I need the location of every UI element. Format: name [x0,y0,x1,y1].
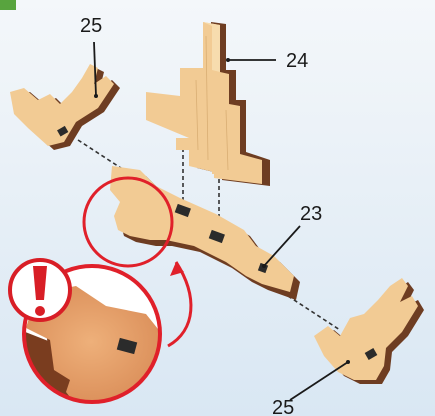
part-24-tab-left [176,138,190,150]
callout-dot-25-top [94,94,98,98]
callout-dot-24 [226,58,230,62]
label-part-25-bottom: 25 [272,397,294,416]
callout-dot-23 [262,264,266,268]
label-part-24: 24 [286,50,308,72]
callout-dot-25-bottom [346,360,350,364]
corner-tab-icon [0,0,16,10]
warning-dot [35,306,45,316]
part-24-tab-right [212,160,226,174]
label-part-23: 23 [300,203,322,225]
exclamation-mark-icon [10,260,70,320]
label-part-25-top: 25 [80,15,102,37]
